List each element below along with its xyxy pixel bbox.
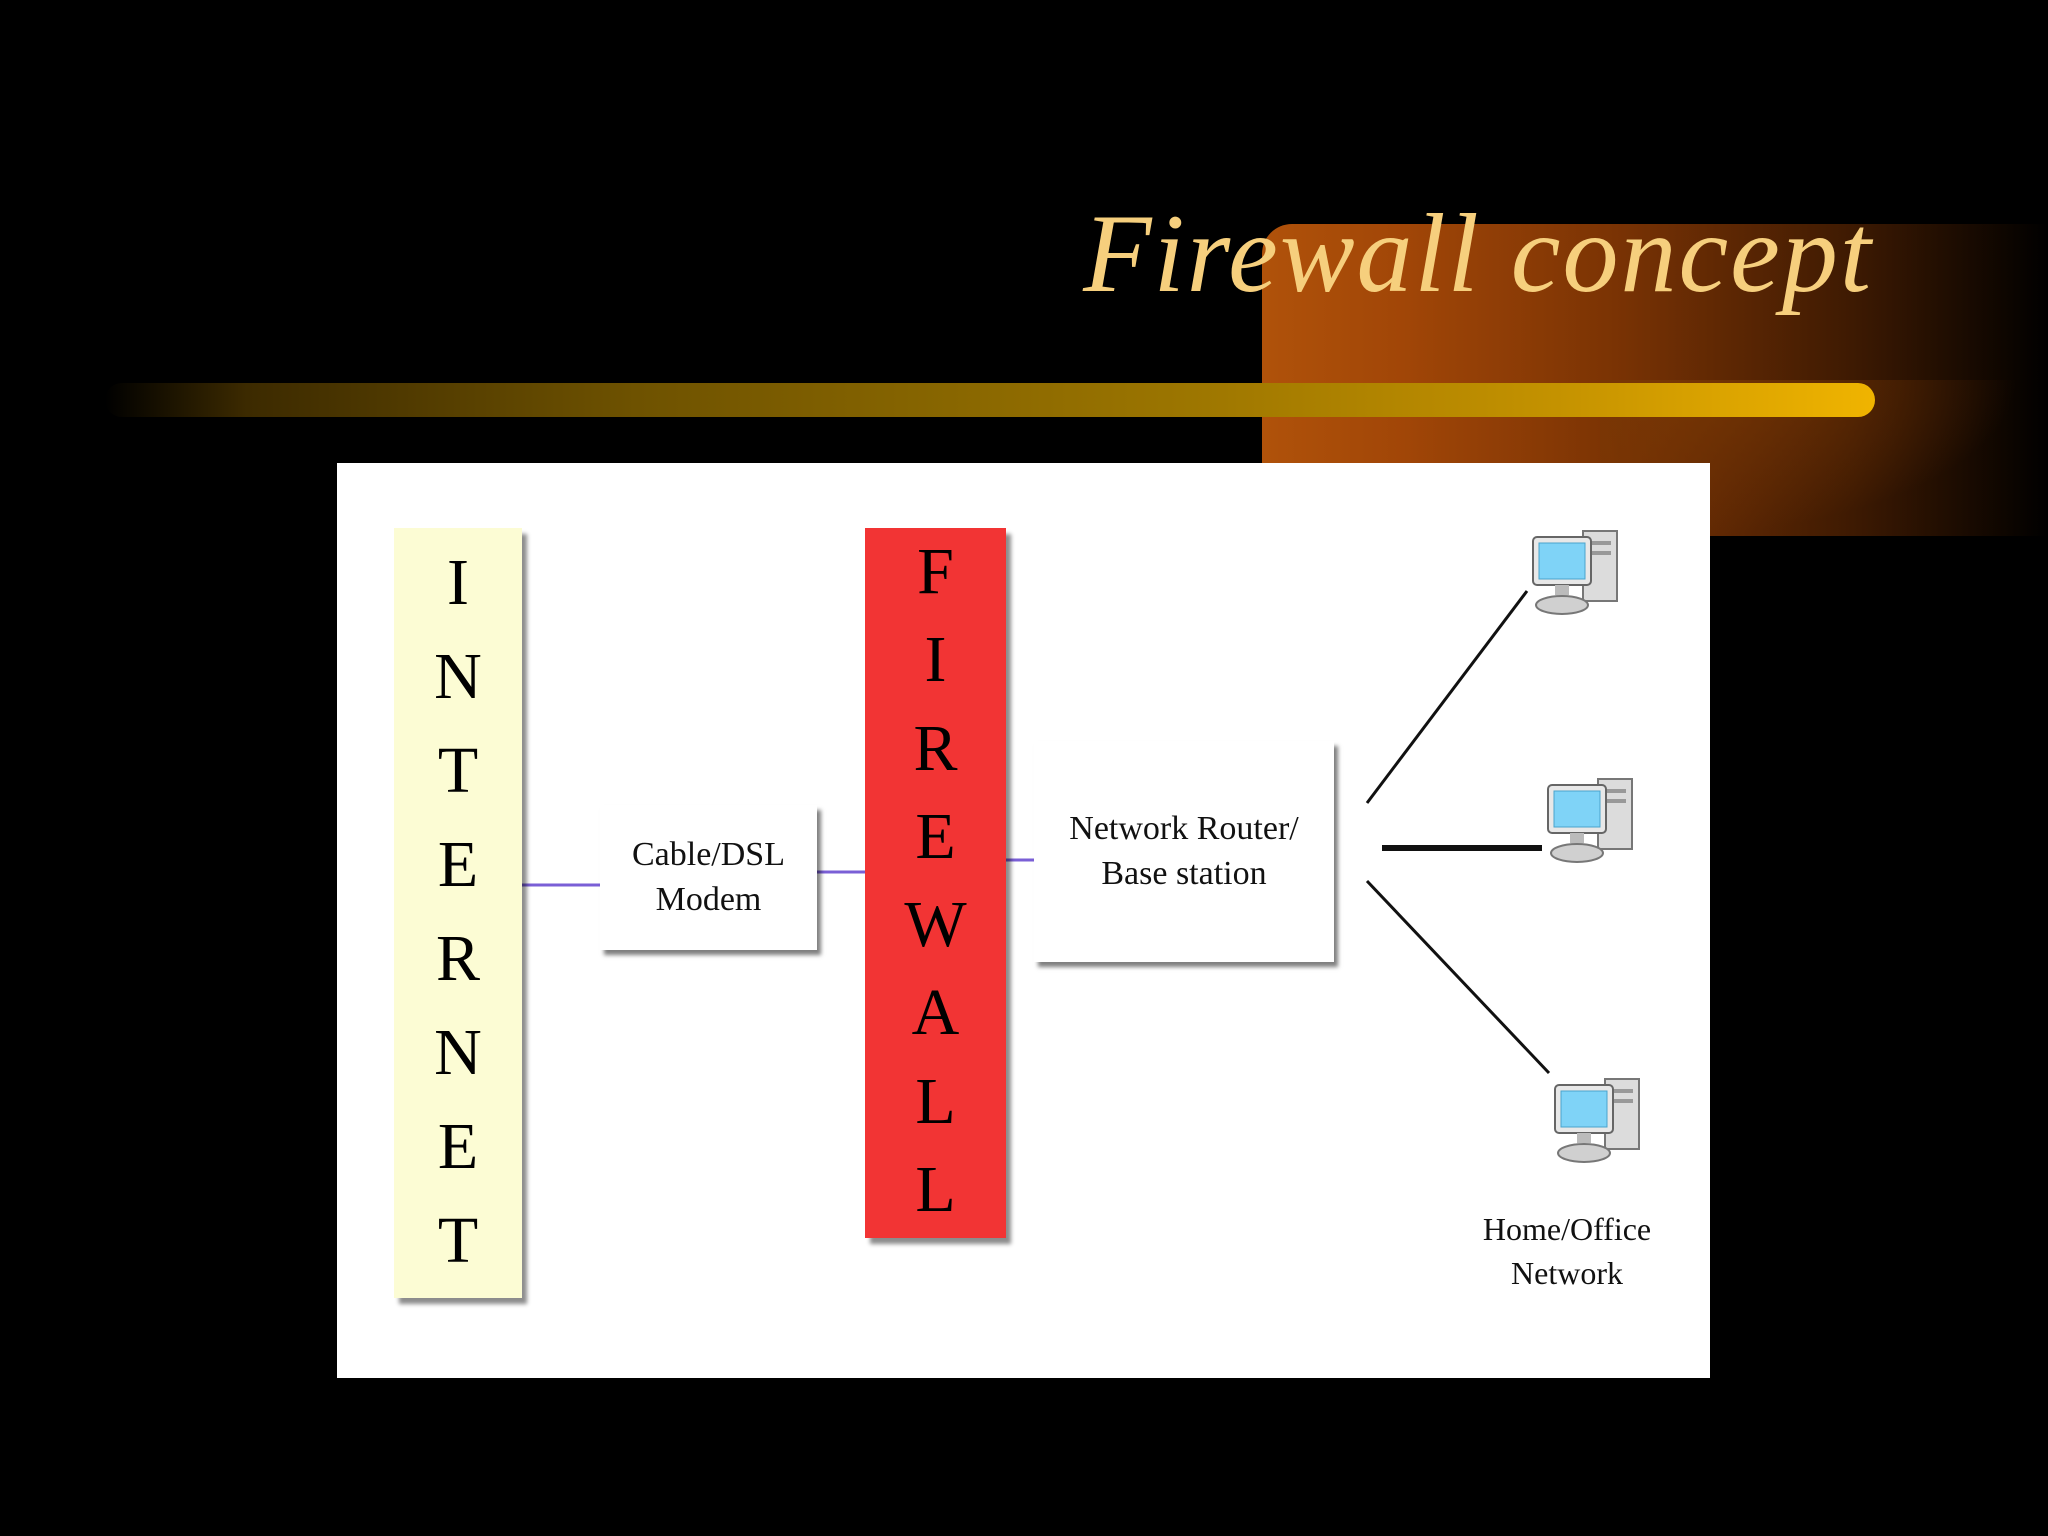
desktop-computer-icon (1542, 771, 1654, 883)
firewall-letter: R (913, 711, 958, 785)
connector-lines (522, 590, 1551, 1075)
firewall-letter: L (915, 1064, 956, 1138)
desktop-computer-icon (1549, 1071, 1661, 1183)
firewall-bar: F I R E W A L L (865, 528, 1006, 1238)
firewall-letter: A (911, 976, 960, 1050)
internet-letter: E (437, 1110, 479, 1183)
router-box: Network Router/ Base station (1034, 741, 1334, 962)
internet-letter: N (434, 640, 482, 713)
firewall-diagram: I N T E R N E T Cable/DSL Modem F I R E … (337, 463, 1710, 1378)
modem-box: Cable/DSL Modem (600, 805, 817, 950)
firewall-letter: F (917, 535, 954, 609)
router-pc1-link (1365, 590, 1529, 804)
internet-letter: E (437, 828, 479, 901)
router-label-line: Base station (1101, 854, 1267, 892)
network-label-line: Network (1511, 1255, 1623, 1292)
desktop-computer-icon (1527, 523, 1639, 635)
network-label-line: Home/Office (1482, 1211, 1652, 1247)
router-pc3-link (1365, 879, 1551, 1075)
decorative-gold-bar (105, 383, 1875, 417)
firewall-letter: W (904, 888, 967, 962)
internet-letter: N (434, 1016, 482, 1089)
internet-bar: I N T E R N E T (394, 528, 522, 1298)
firewall-letter: I (924, 623, 947, 697)
internet-letter: T (437, 1204, 479, 1277)
modem-label-line: Modem (655, 880, 762, 918)
internet-letter: I (447, 546, 469, 619)
router-label-line: Network Router/ (1069, 810, 1299, 848)
network-label: Home/Office Network (1442, 1207, 1692, 1295)
slide-title: Firewall concept (1083, 192, 1873, 316)
firewall-letter: E (915, 799, 956, 873)
firewall-letter: L (915, 1152, 956, 1226)
internet-letter: T (437, 734, 479, 807)
modem-label-line: Cable/DSL (632, 836, 785, 874)
internet-letter: R (435, 922, 481, 995)
